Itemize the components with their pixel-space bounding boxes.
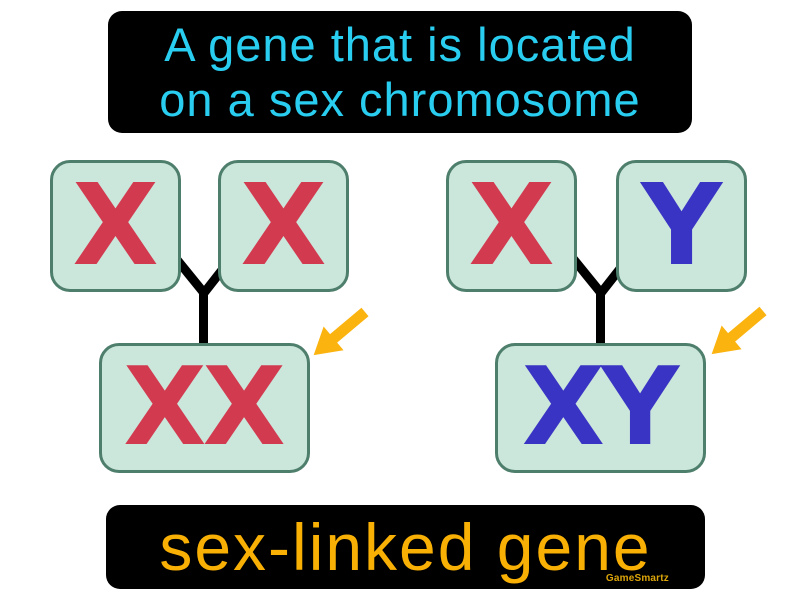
definition-line-1: A gene that is located bbox=[164, 18, 636, 71]
female-offspring-arrow-icon bbox=[313, 307, 369, 356]
chromosome-letter: X bbox=[72, 161, 159, 291]
female-parent-box-2: X bbox=[218, 160, 349, 292]
definition-banner: A gene that is located on a sex chromoso… bbox=[108, 11, 692, 133]
male-parent-box-1: X bbox=[446, 160, 577, 292]
male-parent-box-2: Y bbox=[616, 160, 747, 292]
chromosome-pair: XY bbox=[521, 345, 679, 470]
definition-line-2: on a sex chromosome bbox=[159, 73, 641, 126]
chromosome-pair: XX bbox=[123, 345, 286, 470]
term-text: sex-linked gene bbox=[159, 510, 652, 584]
chromosome-letter: X bbox=[468, 161, 555, 291]
watermark: GameSmartz bbox=[605, 573, 669, 584]
female-parent-box-1: X bbox=[50, 160, 181, 292]
term-banner: sex-linked gene GameSmartz bbox=[106, 505, 705, 589]
chromosome-letter: X bbox=[240, 161, 327, 291]
female-offspring-box: XX bbox=[99, 343, 310, 473]
male-offspring-box: XY bbox=[495, 343, 706, 473]
chromosome-letter: Y bbox=[640, 161, 723, 291]
male-offspring-arrow-icon bbox=[711, 306, 767, 355]
